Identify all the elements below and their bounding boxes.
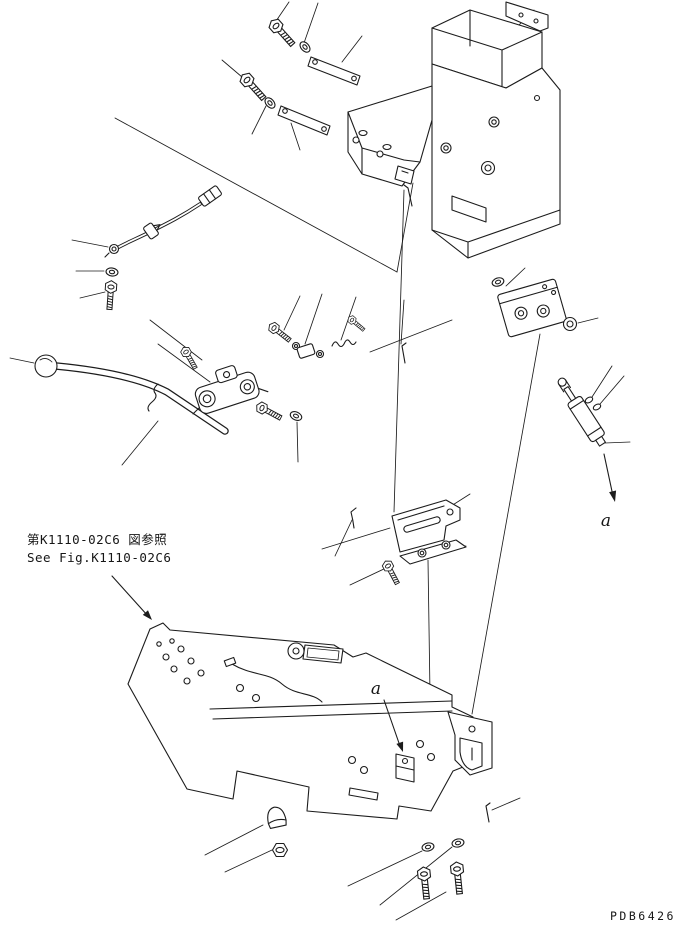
washer <box>490 275 506 289</box>
cotter-pin <box>485 802 491 823</box>
hex-bolt <box>449 860 467 896</box>
direction-label-damper: a <box>601 511 611 531</box>
ball-knob <box>34 354 58 378</box>
wiring-harness <box>104 185 222 258</box>
arrowhead <box>396 741 404 752</box>
washer <box>288 409 304 423</box>
washer <box>104 266 120 278</box>
bushing <box>562 316 578 332</box>
shim-plate <box>399 539 467 565</box>
plate-mount-bracket <box>395 753 415 783</box>
washer <box>450 837 466 849</box>
linkage-joint-parts <box>266 313 407 364</box>
hex-bolt <box>380 558 403 587</box>
arrowhead <box>142 610 152 620</box>
leader-lines <box>9 1 631 921</box>
hex-bolt <box>416 865 434 901</box>
arrowhead <box>609 490 617 502</box>
strip-plate-2 <box>277 105 331 136</box>
rubber-cap <box>267 806 287 829</box>
plate-side-bracket <box>447 711 493 776</box>
washer <box>297 39 313 55</box>
reference-note-en: See Fig.K1110-02C6 <box>27 550 171 565</box>
washer <box>420 841 436 853</box>
strip-plate-1 <box>307 56 361 86</box>
lower-bracket <box>350 499 461 553</box>
lever-mount-bracket <box>347 85 433 207</box>
control-box-housing <box>431 1 561 259</box>
direction-label-plate: a <box>371 679 381 699</box>
reference-note: 第K1110-02C6 図参照 See Fig.K1110-02C6 <box>27 532 171 620</box>
hex-bolt <box>103 279 118 311</box>
control-lever-rod <box>34 354 229 435</box>
lever-hub-assembly <box>192 365 269 415</box>
reference-note-jp: 第K1110-02C6 図参照 <box>27 532 167 547</box>
hex-bolt <box>253 400 284 424</box>
hex-nut <box>271 842 289 858</box>
gas-damper: a <box>557 377 617 531</box>
floor-base-plate: a <box>127 622 493 820</box>
drawing-code: PDB6426 <box>610 909 676 923</box>
hex-bolt <box>266 16 298 50</box>
hex-bolt <box>237 70 269 104</box>
stopper-block <box>497 278 567 338</box>
